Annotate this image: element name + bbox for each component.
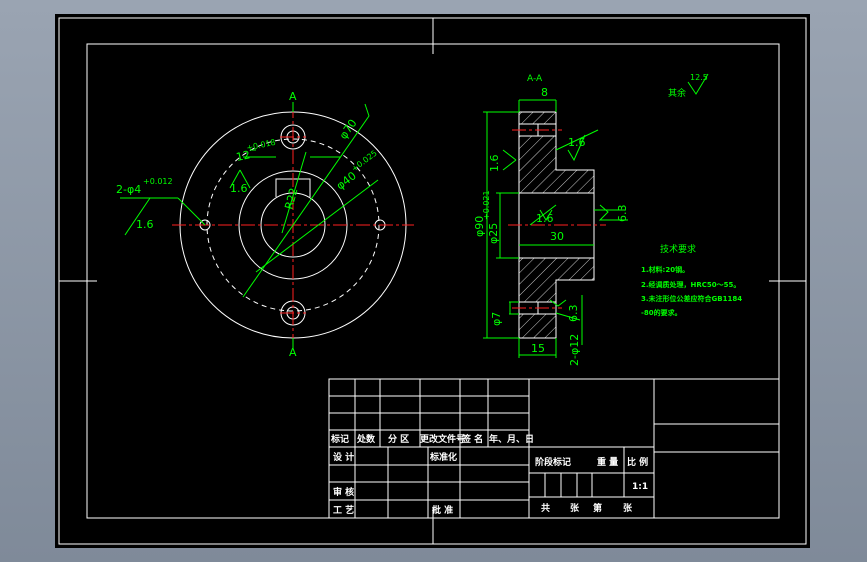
- svg-text:其余: 其余: [668, 87, 686, 99]
- rough-bottom: 6.3: [567, 305, 580, 323]
- svg-text:比 例: 比 例: [627, 456, 648, 468]
- svg-text:重 量: 重 量: [597, 456, 618, 468]
- svg-text:工 艺: 工 艺: [333, 504, 354, 516]
- svg-text:张: 张: [623, 502, 633, 514]
- dim-outer: φ90: [473, 216, 486, 237]
- title-block-text: 标记 处数 分 区 更改文件号 签 名 年、月、日 设 计 标准化 审 核 工 …: [330, 433, 648, 516]
- title-block: [328, 378, 780, 519]
- rough-symbols-section: [539, 134, 628, 307]
- svg-text:12: 12: [235, 148, 251, 164]
- dim-bore-length: 30: [550, 230, 564, 243]
- svg-text:分 区: 分 区: [388, 433, 409, 445]
- svg-text:审 核: 审 核: [333, 486, 354, 498]
- rough-bore: 1.6: [536, 212, 554, 225]
- section-label-bottom: A: [289, 346, 297, 359]
- section-dimension-lines: [483, 99, 625, 358]
- dim-bottom-width: 15: [531, 342, 545, 355]
- rough-top: 1.6: [568, 136, 586, 149]
- dim-inner: φ25 +0.021: [482, 190, 500, 244]
- svg-text:签 名: 签 名: [461, 433, 483, 445]
- front-dimension-lines: [120, 103, 379, 298]
- rough-front-2: 1.6: [136, 218, 154, 231]
- svg-text:处数: 处数: [356, 433, 376, 445]
- svg-text:更改文件号: 更改文件号: [420, 433, 465, 445]
- svg-text:年、月、日: 年、月、日: [489, 433, 534, 445]
- svg-text:批 准: 批 准: [432, 504, 453, 516]
- rough-left: 1.6: [488, 155, 501, 173]
- svg-text:共: 共: [541, 502, 550, 514]
- svg-text:+0.021: +0.021: [482, 190, 491, 220]
- section-centerlines: [508, 129, 606, 309]
- rough-right: 6.3: [616, 205, 629, 223]
- rough-front-1: 1.6: [230, 182, 248, 195]
- svg-text:标准化: 标准化: [429, 451, 457, 463]
- svg-text:技术要求: 技术要求: [660, 243, 696, 255]
- svg-text:2.经调质处理，HRC50～55。: 2.经调质处理，HRC50～55。: [641, 280, 740, 289]
- svg-text:第: 第: [593, 502, 602, 514]
- svg-text:1:1: 1:1: [632, 482, 648, 492]
- centering-marks: [59, 18, 806, 544]
- dim-top-width: 8: [541, 86, 548, 99]
- svg-text:2-φ4: 2-φ4: [116, 183, 141, 196]
- svg-text:标记: 标记: [330, 433, 349, 445]
- svg-text:1.材料:20钢。: 1.材料:20钢。: [641, 265, 689, 274]
- dim-hole: φ7: [490, 312, 503, 326]
- svg-text:阶段标记: 阶段标记: [535, 456, 571, 468]
- drawing-sheet: [55, 14, 810, 548]
- section-view: A-A: [473, 74, 629, 366]
- tech-requirements: 技术要求 1.材料:20钢。 2.经调质处理，HRC50～55。 3.未注形位公…: [641, 243, 742, 317]
- svg-text:-80的要求。: -80的要求。: [641, 308, 682, 317]
- section-label-top: A: [289, 90, 297, 103]
- surface-note: 其余 12.5: [668, 73, 709, 99]
- svg-text:设 计: 设 计: [333, 451, 354, 463]
- svg-text:12.5: 12.5: [690, 73, 708, 82]
- dim-holes-section: 2-φ12: [568, 334, 581, 366]
- svg-text:张: 张: [570, 502, 580, 514]
- svg-text:φ25: φ25: [487, 223, 500, 244]
- section-title: A-A: [527, 74, 543, 84]
- svg-text:+0.012: +0.012: [143, 177, 173, 186]
- svg-text:3.未注形位公差应符合GB1184: 3.未注形位公差应符合GB1184: [641, 294, 742, 303]
- dim-holes: 2-φ4 +0.012: [116, 177, 173, 196]
- dim-keyway-depth: R22: [282, 187, 300, 211]
